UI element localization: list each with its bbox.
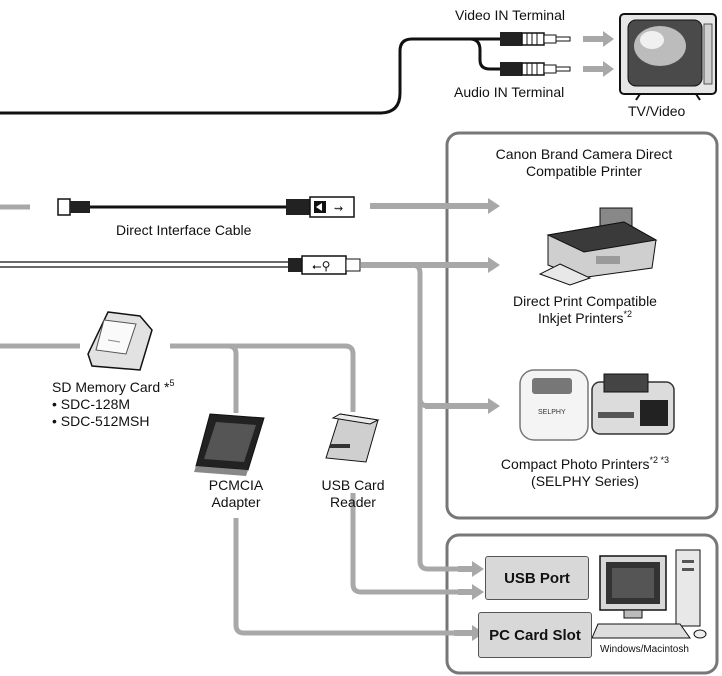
video-in-label: Video IN Terminal bbox=[455, 7, 565, 23]
usb-port-box: USB Port bbox=[485, 556, 589, 600]
computer-panel bbox=[445, 533, 719, 675]
usb-reader-label: USB Card Reader bbox=[308, 477, 398, 511]
sd-card-model-2: • SDC-512MSH bbox=[52, 413, 150, 429]
usb-cable: ⭠⚲ bbox=[0, 255, 361, 275]
compact-note: *2 *3 bbox=[649, 455, 670, 465]
windows-macintosh-label: Windows/Macintosh bbox=[600, 644, 689, 655]
printer-panel bbox=[445, 131, 719, 520]
rca-video-plug bbox=[500, 32, 571, 46]
pcmcia-line2: Adapter bbox=[211, 494, 261, 510]
inkjet-line1: Direct Print Compatible bbox=[513, 293, 657, 309]
svg-text:⇝: ⇝ bbox=[334, 202, 343, 215]
av-cable bbox=[0, 37, 500, 115]
usb-card-reader-icon bbox=[325, 413, 380, 463]
compact-printer-icon: SELPHY bbox=[519, 369, 675, 441]
gray-flow-lines bbox=[0, 204, 458, 636]
direct-interface-cable: ⇝ bbox=[57, 196, 355, 218]
compact-line1: Compact Photo Printers bbox=[500, 456, 650, 472]
sd-card-model-1: • SDC-128M bbox=[52, 396, 131, 412]
printer-group-title: Canon Brand Camera Direct Compatible Pri… bbox=[462, 146, 706, 180]
audio-in-label: Audio IN Terminal bbox=[454, 84, 565, 100]
inkjet-printers-label: Direct Print Compatible Inkjet Printers*… bbox=[470, 293, 700, 327]
pc-card-slot-box: PC Card Slot bbox=[478, 612, 592, 658]
compact-printers-label: Compact Photo Printers*2 *3 (SELPHY Seri… bbox=[462, 456, 708, 490]
tv-label: TV/Video bbox=[628, 103, 686, 119]
usb-reader-line1: USB Card bbox=[321, 477, 385, 493]
compact-line2: (SELPHY Series) bbox=[531, 473, 639, 489]
pcmcia-label: PCMCIA Adapter bbox=[196, 477, 276, 511]
gray-arrows bbox=[361, 31, 614, 641]
direct-interface-cable-label: Direct Interface Cable bbox=[116, 222, 252, 238]
pcmcia-line1: PCMCIA bbox=[208, 477, 264, 493]
rca-audio-plug bbox=[500, 62, 571, 76]
computer-icon bbox=[591, 549, 707, 639]
sd-card-note: 5 bbox=[169, 378, 175, 388]
inkjet-printer-icon bbox=[538, 207, 658, 286]
usb-reader-line2: Reader bbox=[330, 494, 376, 510]
pcmcia-adapter-icon bbox=[194, 413, 265, 476]
svg-text:⭠⚲: ⭠⚲ bbox=[312, 259, 330, 273]
sd-card-icon bbox=[87, 311, 153, 371]
inkjet-note: *2 bbox=[623, 309, 633, 319]
inkjet-line2: Inkjet Printers bbox=[537, 310, 624, 326]
tv-icon bbox=[619, 13, 717, 101]
printer-group-title-line2: Compatible Printer bbox=[526, 163, 642, 179]
printer-group-title-line1: Canon Brand Camera Direct bbox=[495, 146, 673, 162]
sd-card-name: SD Memory Card * bbox=[52, 379, 170, 395]
svg-text:SELPHY: SELPHY bbox=[538, 409, 566, 416]
sd-card-label: SD Memory Card *5 • SDC-128M • SDC-512MS… bbox=[52, 379, 174, 430]
